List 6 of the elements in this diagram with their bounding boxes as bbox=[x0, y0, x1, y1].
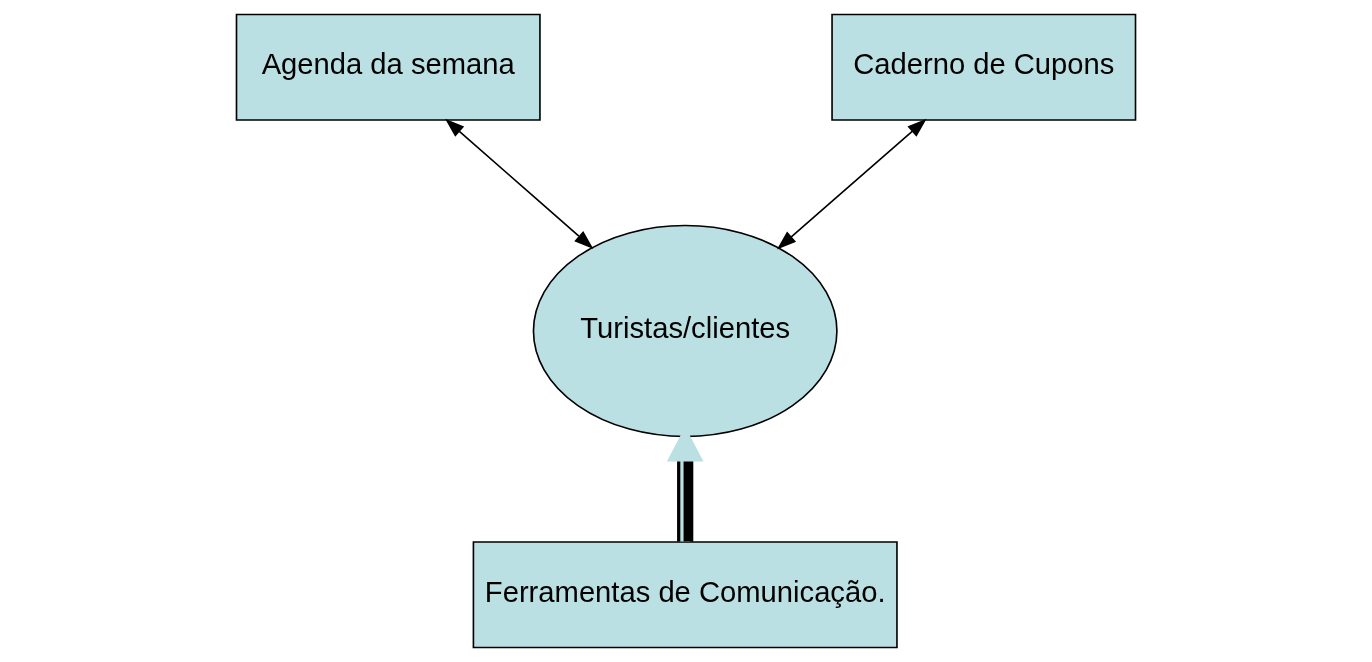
node-box: Agenda da semana bbox=[235, 13, 541, 121]
node-box: Ferramentas de Comunicação. bbox=[472, 541, 898, 649]
node-box: Caderno de Cupons bbox=[831, 13, 1137, 121]
arrow bbox=[776, 118, 927, 250]
arrow bbox=[445, 118, 594, 249]
node-ellipse: Turistas/clientes bbox=[532, 224, 838, 438]
